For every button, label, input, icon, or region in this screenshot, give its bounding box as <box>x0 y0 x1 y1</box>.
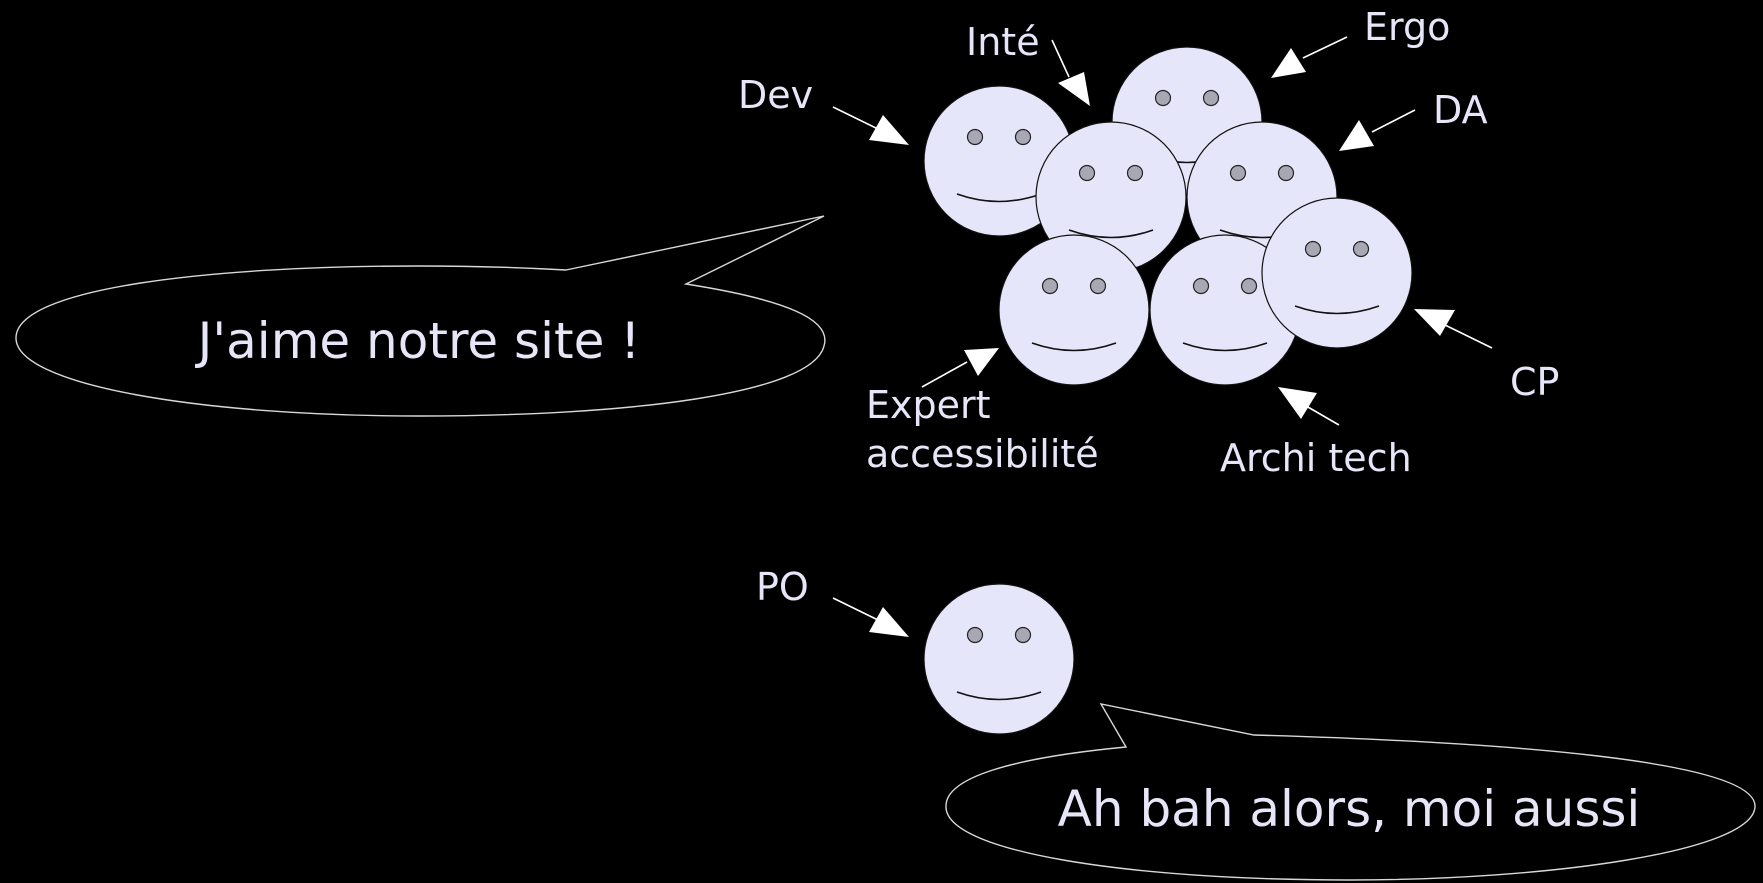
archi-label: Archi tech <box>1220 436 1412 480</box>
expert-label-line1: Expert <box>866 383 991 427</box>
cp-arrow-icon <box>1414 309 1493 349</box>
team-speech-bubble <box>15 215 826 417</box>
inte-label: Inté <box>966 20 1040 64</box>
archi-arrow-icon <box>1278 387 1340 426</box>
cp-face-icon <box>1261 197 1413 349</box>
po-face-icon <box>923 583 1075 735</box>
team-group <box>923 46 1413 386</box>
expert-face-icon <box>998 234 1150 386</box>
da-label: DA <box>1433 88 1488 132</box>
ergo-label: Ergo <box>1364 5 1450 49</box>
da-arrow-icon <box>1339 109 1416 151</box>
dev-label: Dev <box>738 73 813 117</box>
po-arrow-icon <box>832 597 909 637</box>
po-speech-bubble <box>945 703 1756 881</box>
po-speech-text: Ah bah alors, moi aussi <box>1058 780 1641 838</box>
expert-arrow-icon <box>921 348 999 388</box>
ergo-arrow-icon <box>1271 36 1348 78</box>
expert-label-line2: accessibilité <box>866 432 1099 476</box>
dev-arrow-icon <box>832 106 909 145</box>
inte-arrow-icon <box>1051 39 1090 106</box>
team-speech-text: J'aime notre site ! <box>195 312 641 370</box>
po-label: PO <box>756 565 809 609</box>
cp-label: CP <box>1510 360 1559 404</box>
